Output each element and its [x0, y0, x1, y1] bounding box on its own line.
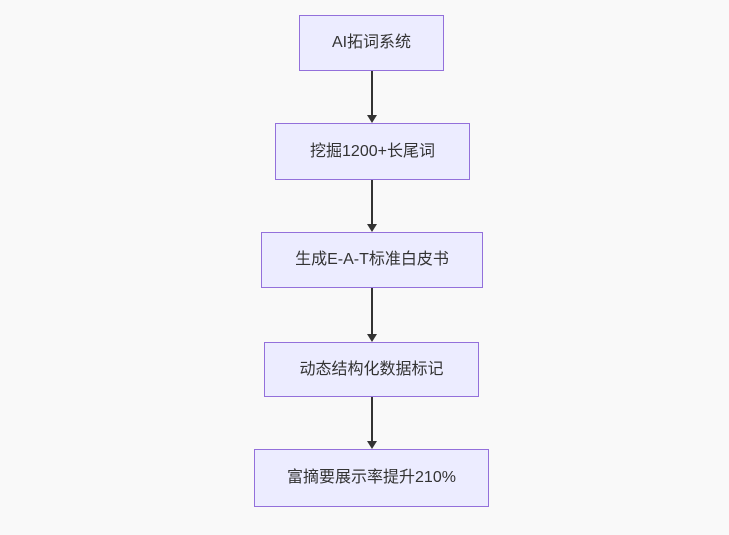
- flow-node-structured-data-markup: 动态结构化数据标记: [264, 342, 479, 397]
- arrow-head-icon: [366, 115, 377, 123]
- node-label: AI拓词系统: [331, 34, 412, 52]
- flow-node-ai-word-expansion-system: AI拓词系统: [299, 15, 444, 71]
- arrow-head-icon: [366, 224, 377, 232]
- arrow-line: [370, 288, 373, 334]
- flow-node-rich-snippet-rate: 富摘要展示率提升210%: [254, 449, 489, 507]
- node-label: 生成E-A-T标准白皮书: [295, 251, 449, 269]
- arrow-node3-to-node4: [366, 288, 377, 342]
- arrow-head-icon: [366, 441, 377, 449]
- flow-node-eat-whitepaper: 生成E-A-T标准白皮书: [261, 232, 483, 288]
- flow-node-longtail-keywords: 挖掘1200+长尾词: [275, 123, 470, 180]
- arrow-node1-to-node2: [366, 71, 377, 123]
- arrow-line: [370, 397, 373, 441]
- arrow-head-icon: [366, 334, 377, 342]
- arrow-line: [370, 180, 373, 224]
- node-label: 富摘要展示率提升210%: [287, 469, 456, 487]
- arrow-node4-to-node5: [366, 397, 377, 449]
- node-label: 挖掘1200+长尾词: [310, 142, 435, 160]
- node-label: 动态结构化数据标记: [299, 360, 444, 378]
- arrow-line: [370, 71, 373, 115]
- arrow-node2-to-node3: [366, 180, 377, 232]
